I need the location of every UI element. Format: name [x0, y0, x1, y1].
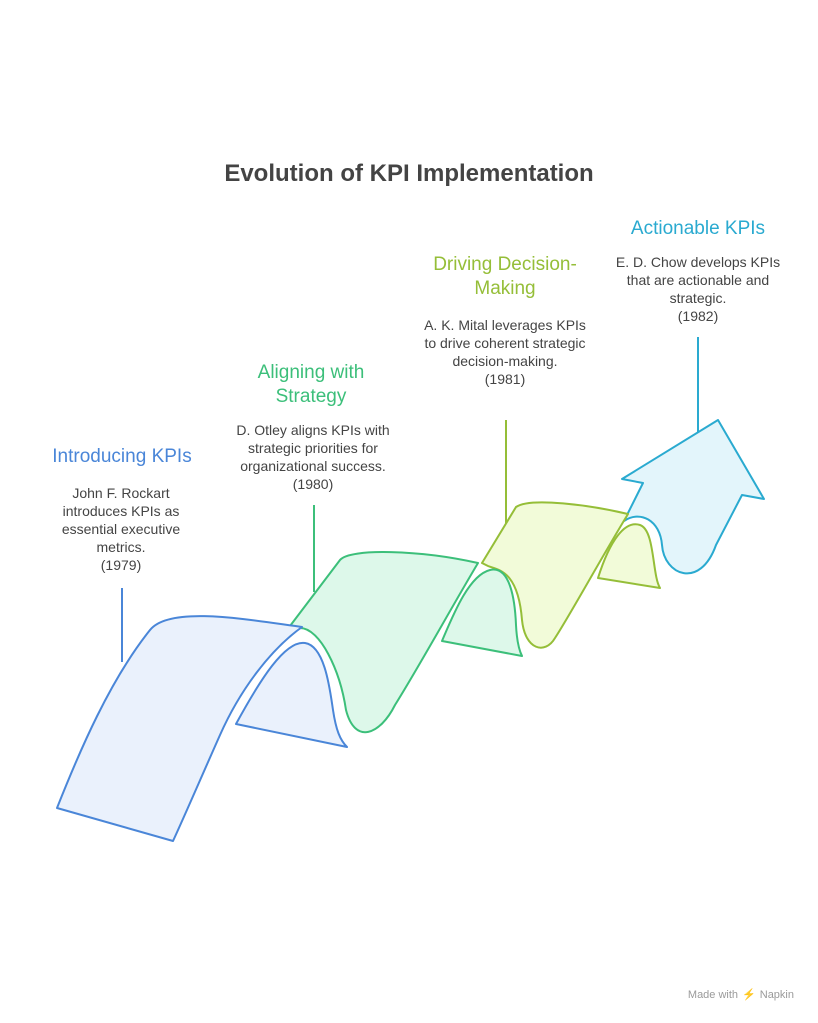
stage-2-text: D. Otley aligns KPIs with strategic prio…: [236, 422, 390, 474]
napkin-logo-icon: ⚡: [742, 989, 756, 1001]
stage-4-ribbon: [621, 419, 765, 575]
stage-1-description: John F. Rockart introduces KPIs as essen…: [45, 484, 197, 574]
stage-2-ribbon: [289, 551, 479, 733]
diagram-title: Evolution of KPI Implementation: [224, 160, 594, 187]
stage-4-year: (1982): [677, 308, 719, 324]
stage-3-ribbon: [481, 501, 629, 649]
stage-1-title: Introducing KPIs: [52, 446, 192, 467]
stage-2-year: (1980): [292, 476, 334, 492]
made-with-label: Made with: [687, 988, 739, 1001]
stage-2-description: D. Otley aligns KPIs with strategic prio…: [228, 421, 398, 493]
stage-1-year: (1979): [100, 557, 142, 573]
stage-1-fold: [235, 641, 348, 748]
stage-3-fold: [597, 523, 661, 589]
stage-1-text: John F. Rockart introduces KPIs as essen…: [61, 485, 181, 555]
brand-name: Napkin: [759, 988, 794, 1001]
stage-1-ribbon: [56, 615, 303, 842]
footer: Made with ⚡ Napkin: [687, 988, 794, 1002]
stage-4-text: E. D. Chow develops KPIs that are action…: [615, 254, 781, 306]
stage-3-description: A. K. Mital leverages KPIs to drive cohe…: [420, 316, 590, 388]
stage-4-title: Actionable KPIs: [630, 218, 766, 239]
stage-3-title: Driving Decision-Making: [433, 254, 577, 299]
stage-4-description: E. D. Chow develops KPIs that are action…: [612, 253, 784, 325]
stage-2-fold: [441, 568, 523, 657]
stage-2-title: Aligning with Strategy: [257, 362, 365, 407]
stage-3-year: (1981): [484, 371, 526, 387]
stage-3-text: A. K. Mital leverages KPIs to drive cohe…: [424, 317, 586, 369]
